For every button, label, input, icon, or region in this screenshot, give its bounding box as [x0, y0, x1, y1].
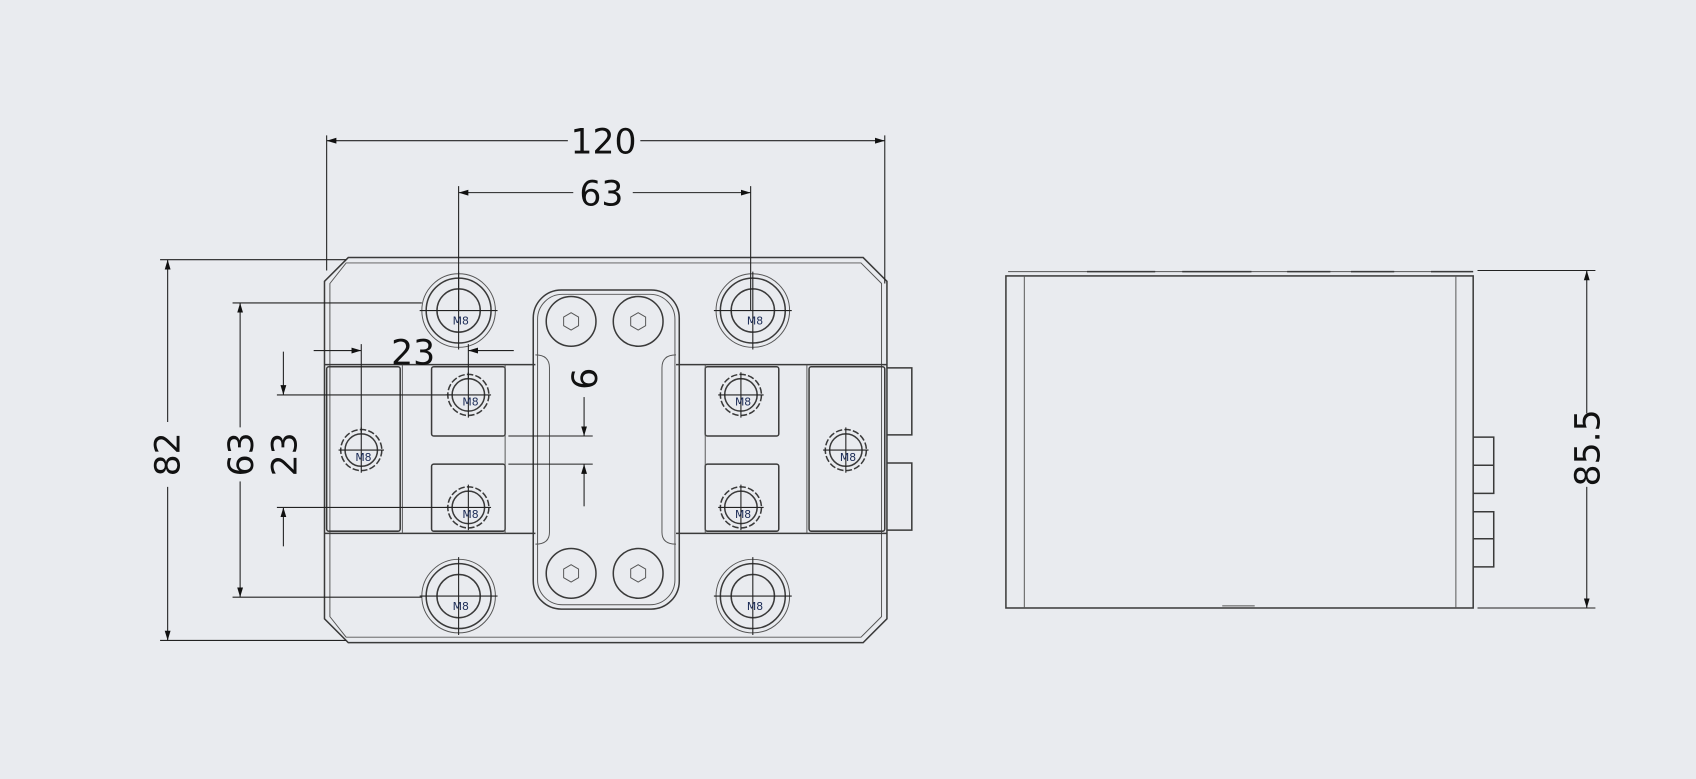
dim-label: 23 — [265, 432, 305, 476]
centerline-cross — [338, 427, 384, 473]
dim-label: 120 — [571, 123, 637, 163]
thread-label: M8 — [462, 396, 478, 409]
hex-socket-icon — [630, 564, 647, 583]
centerline-cross — [718, 372, 764, 418]
central-slot — [532, 289, 681, 610]
dim-label: 63 — [222, 432, 262, 476]
centerline-cross — [713, 557, 792, 636]
socket-screw-head — [612, 295, 664, 347]
dimension-slot-gap: 6 — [508, 368, 606, 507]
centerline-cross — [718, 484, 764, 531]
right-block — [808, 366, 886, 532]
centerline-cross — [419, 557, 498, 636]
left-block — [325, 366, 401, 532]
slot-neck — [535, 354, 677, 545]
dimension-small-bolt-offset: 23 — [313, 334, 514, 433]
dimension-overall-width: 120 — [326, 123, 886, 284]
side-body — [1005, 275, 1474, 609]
dim-label: 23 — [391, 334, 435, 374]
dim-label: 82 — [149, 432, 189, 476]
centerline-cross — [823, 427, 869, 473]
thread-label: M8 — [453, 315, 469, 328]
dimension-bolt-spacing-vertical: 63 — [222, 302, 422, 598]
side-body-edges — [1008, 271, 1472, 608]
centerline-cross — [713, 271, 792, 350]
thread-label: M8 — [355, 451, 371, 464]
socket-screw-head — [612, 547, 664, 600]
dimension-overall-height: 82 — [149, 259, 347, 641]
dimension-side-height: 85.5 — [1477, 269, 1609, 609]
centerline-cross — [445, 484, 492, 531]
dim-label: 6 — [566, 368, 606, 390]
side-tab — [1473, 436, 1495, 568]
side-view — [1005, 270, 1495, 609]
dimension-small-bolt-spacing: 23 — [265, 351, 453, 547]
hex-socket-icon — [563, 564, 580, 583]
band-right — [676, 363, 887, 535]
socket-screw-head — [545, 295, 597, 347]
hex-socket-icon — [630, 312, 647, 331]
jaw-lines — [401, 364, 808, 534]
band-left — [324, 363, 536, 535]
side-tab — [886, 367, 913, 531]
thread-label: M8 — [735, 396, 751, 409]
thread-label: M8 — [462, 508, 478, 521]
thread-label: M8 — [840, 451, 856, 464]
central-slot-inner — [537, 293, 676, 606]
thread-label: M8 — [747, 315, 763, 328]
thread-label: M8 — [453, 600, 469, 613]
plate-outline — [323, 256, 888, 644]
socket-screw-head — [545, 547, 597, 600]
dim-label: 85.5 — [1569, 409, 1609, 486]
centerline-cross — [445, 372, 492, 418]
hex-socket-icon — [563, 312, 580, 331]
dimension-bolt-spacing-horizontal: 63 — [458, 175, 752, 311]
plate-inner-edge — [329, 262, 883, 638]
thread-label: M8 — [747, 600, 763, 613]
dim-label: 63 — [579, 175, 623, 215]
thread-label: M8 — [735, 508, 751, 521]
